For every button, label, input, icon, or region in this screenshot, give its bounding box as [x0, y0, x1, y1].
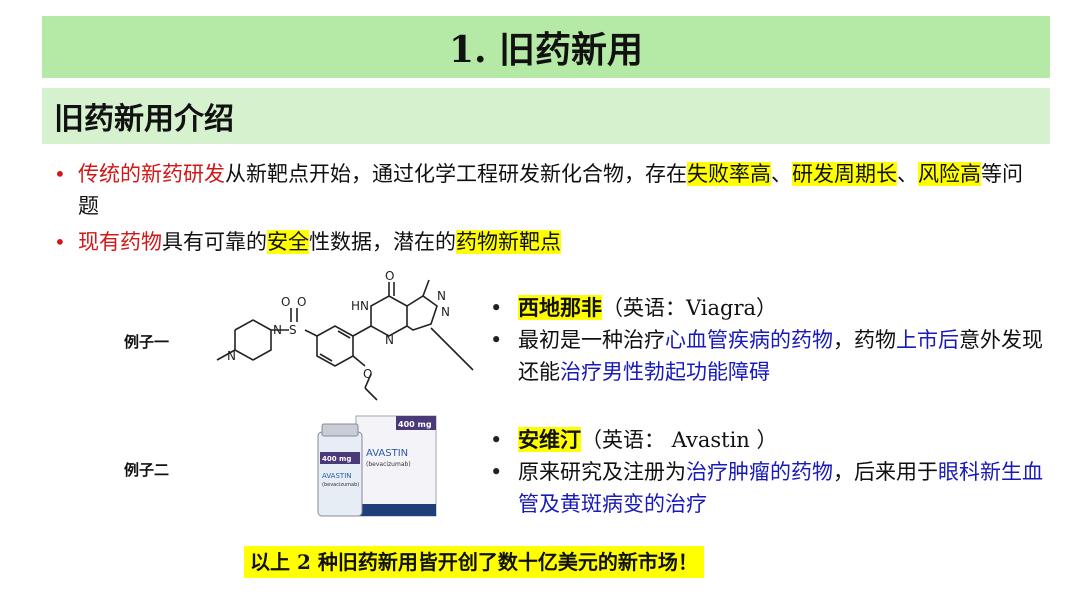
desc-blue: 治疗男性勃起功能障碍	[560, 360, 770, 384]
desc-blue: 治疗肿瘤的药物	[686, 460, 833, 484]
atom-o-sulfonyl-1: O	[281, 295, 290, 309]
highlight-new-target: 药物新靶点	[456, 230, 561, 254]
atom-o-carbonyl: O	[385, 270, 394, 283]
piperazine-ring	[234, 319, 272, 361]
desc-text: 最初是一种治疗	[518, 328, 665, 352]
highlight-long-cycle: 研发周期长	[792, 162, 897, 186]
sildenafil-structure: O O O S HN N N N N N O	[216, 270, 474, 401]
bullet-marker: •	[490, 428, 503, 452]
desc-blue: 心血管疾病的药物	[665, 328, 833, 352]
box-dose: 400 mg	[398, 420, 432, 429]
atom-n-piperazine-1: N	[273, 323, 282, 337]
bullet-red-phrase: 传统的新药研发	[78, 162, 225, 186]
example-two-description: • 原来研究及注册为治疗肿瘤的药物，后来用于眼科新生血管及黄斑病变的治疗	[490, 456, 1050, 520]
box-brand: AVASTIN	[366, 448, 408, 459]
example-one-label: 例子一	[124, 333, 170, 351]
atom-n-pyrazole-2: N	[441, 305, 450, 319]
atom-s: S	[289, 323, 297, 337]
bullet-text: 从新靶点开始，通过化学工程研发新化合物，存在	[225, 162, 687, 186]
bullet-marker: •	[490, 460, 503, 484]
bullet-marker: •	[54, 230, 66, 254]
drug-name-avastin: 安维汀	[518, 427, 581, 452]
pyrimidinone-ring	[370, 295, 408, 337]
example-two-details: • 安维汀（英语： Avastin ） • 原来研究及注册为治疗肿瘤的药物，后来…	[490, 424, 1050, 520]
desc-text: ，后来用于	[833, 460, 938, 484]
highlight-failure-rate: 失败率高	[687, 162, 771, 186]
desc-blue: 上市后	[896, 328, 959, 352]
slide-title-text: 1. 旧药新用	[448, 29, 644, 71]
atom-n-pyrazole-1: N	[437, 289, 446, 303]
section-subtitle-text: 旧药新用介绍	[54, 102, 234, 137]
bullet-red-phrase: 现有药物	[78, 230, 162, 254]
atom-o-sulfonyl-2: O	[297, 295, 306, 309]
slide-title: 1. 旧药新用	[42, 16, 1050, 78]
bullet-text: 性数据，潜在的	[309, 230, 456, 254]
atom-n-pyrimidine: N	[385, 333, 394, 347]
vial-generic: (bevacizumab)	[322, 482, 359, 488]
intro-bullets: • 传统的新药研发从新靶点开始，通过化学工程研发新化合物，存在失败率高、研发周期…	[52, 158, 1042, 262]
bullet-marker: •	[490, 328, 503, 352]
example-two-name-line: • 安维汀（英语： Avastin ）	[490, 424, 1050, 456]
bullet-text: 、	[897, 162, 918, 186]
desc-text: ，药物	[833, 328, 896, 352]
bullet-text: 、	[771, 162, 792, 186]
atom-o-ethoxy: O	[363, 367, 372, 381]
atom-hn: HN	[351, 299, 369, 313]
footer-text: 以上 2 种旧药新用皆开创了数十亿美元的新市场！	[250, 550, 698, 574]
bullet-marker: •	[490, 296, 503, 320]
bullet-marker: •	[54, 162, 66, 186]
bullet-existing-drugs: • 现有药物具有可靠的安全性数据，潜在的药物新靶点	[52, 226, 1042, 258]
example-one-name-line: • 西地那非（英语：Viagra）	[490, 292, 1050, 324]
bullet-traditional-rd: • 传统的新药研发从新靶点开始，通过化学工程研发新化合物，存在失败率高、研发周期…	[52, 158, 1042, 222]
example-one-description: • 最初是一种治疗心血管疾病的药物，药物上市后意外发现还能治疗男性勃起功能障碍	[490, 324, 1050, 388]
vial-brand: AVASTIN	[322, 472, 352, 480]
box-generic: (bevacizumab)	[366, 461, 411, 468]
vial-dose: 400 mg	[322, 455, 351, 463]
benzene-ring	[316, 325, 354, 367]
avastin-product-image: 400 mg AVASTIN (bevacizumab) 400 mg AVAS…	[317, 415, 437, 517]
desc-blue: 眼科新生血管及黄斑病变的治疗	[518, 460, 1043, 516]
drug-name-english: （英语： Avastin ）	[581, 428, 778, 452]
atom-n-piperazine-2: N	[227, 349, 236, 363]
desc-text: 意外发现还能	[518, 328, 1043, 384]
drug-name-english: （英语：Viagra）	[602, 296, 778, 320]
example-two-label: 例子二	[124, 461, 170, 479]
desc-text: 原来研究及注册为	[518, 460, 686, 484]
drug-name-viagra: 西地那非	[518, 295, 602, 320]
bullet-text: 具有可靠的	[162, 230, 267, 254]
section-subtitle: 旧药新用介绍	[42, 88, 1050, 144]
highlight-high-risk: 风险高	[918, 162, 981, 186]
example-one-details: • 西地那非（英语：Viagra） • 最初是一种治疗心血管疾病的药物，药物上市…	[490, 292, 1050, 388]
bullet-text: 等问题	[78, 162, 1023, 218]
footer-conclusion: 以上 2 种旧药新用皆开创了数十亿美元的新市场！	[244, 546, 704, 578]
highlight-safety: 安全	[267, 230, 309, 254]
